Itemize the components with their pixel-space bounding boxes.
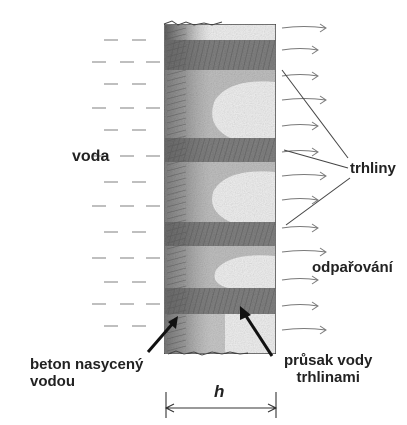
- evaporation-arrow: [282, 199, 318, 201]
- evaporation-label: odpařování: [312, 259, 393, 276]
- evaporation-arrow: [282, 227, 318, 229]
- water-pressure-dashes: [92, 40, 160, 326]
- cracks-label: trhliny: [350, 160, 396, 177]
- evaporation-arrow: [282, 305, 318, 307]
- evaporation-arrow: [282, 75, 318, 77]
- thickness-label: h: [214, 382, 224, 402]
- evaporation-arrow: [282, 279, 318, 281]
- cracks-leader-3: [286, 178, 350, 225]
- seepage-label-line2: trhlinami: [284, 369, 372, 386]
- seepage-label: průsak vody trhlinami: [284, 352, 372, 387]
- seepage-label-line1: průsak vody: [284, 352, 372, 369]
- saturated-concrete-label-line1: beton nasycený: [30, 356, 143, 373]
- evaporation-arrow: [282, 175, 326, 177]
- evaporation-arrow: [282, 251, 326, 253]
- saturated-concrete-label-line2: vodou: [30, 373, 143, 390]
- evaporation-arrow: [282, 125, 318, 127]
- evaporation-arrows: [282, 24, 326, 334]
- evaporation-arrow: [282, 49, 318, 51]
- water-label: voda: [72, 148, 109, 166]
- evaporation-arrow: [282, 27, 326, 29]
- saturated-concrete-label: beton nasycený vodou: [30, 356, 143, 391]
- cracks-leader-2: [284, 150, 348, 168]
- evaporation-arrow: [282, 329, 326, 331]
- cracks-leader-1: [282, 70, 348, 158]
